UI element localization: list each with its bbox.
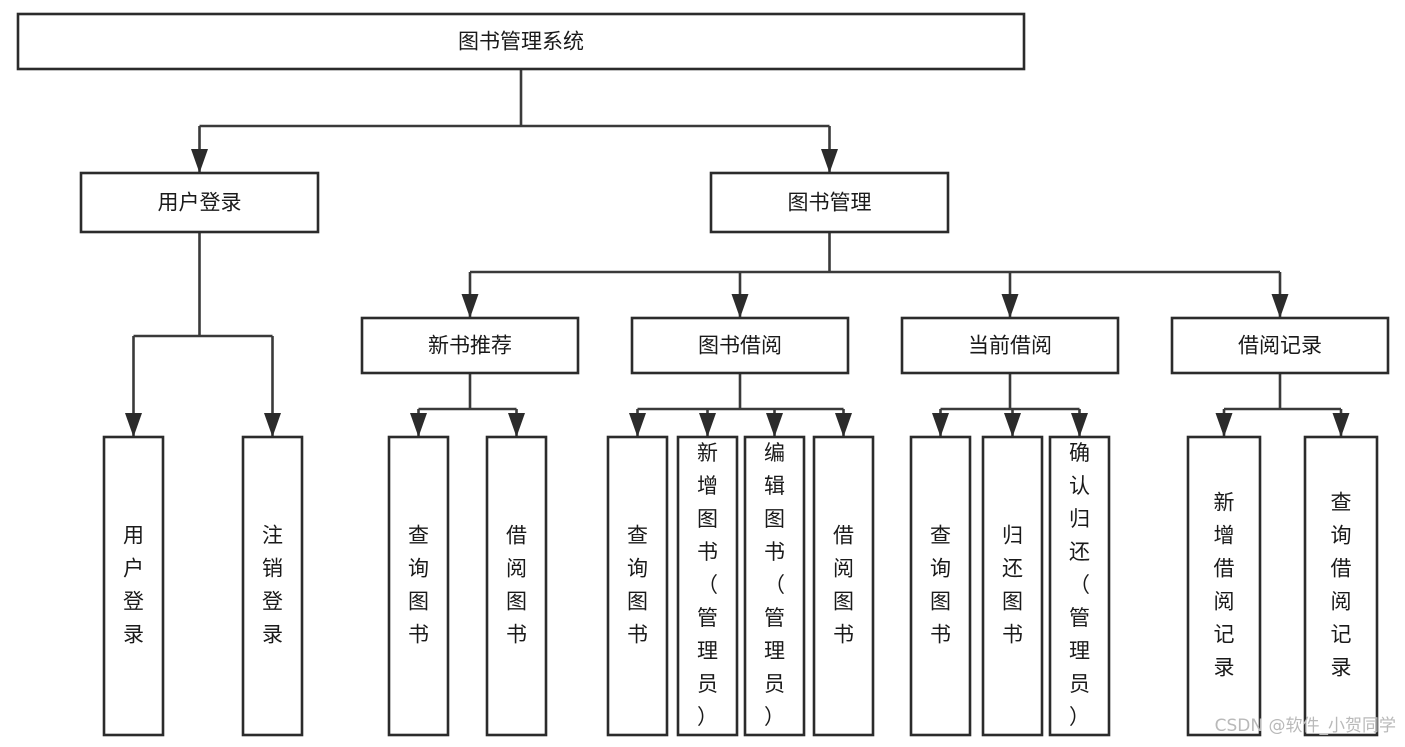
node-l3-2[interactable]: 当前借阅 [900,316,1120,375]
node-box[interactable] [241,435,304,737]
node-l3-0[interactable]: 新书推荐 [360,316,580,375]
node-box[interactable] [360,316,580,375]
node-box[interactable] [676,435,739,737]
node-box[interactable] [981,435,1044,737]
node-label: 新增图书（管理员） [697,441,718,729]
csdn-watermark: CSDN @软件_小贺同学 [1215,716,1396,736]
node-box[interactable] [485,435,548,737]
node-label: 确认归还（管理员） [1069,441,1090,729]
node-box[interactable] [812,435,875,737]
arrow-head-icon [1004,413,1021,437]
node-label: 当前借阅 [968,334,1052,358]
node-leaf-5[interactable]: 新增图书（管理员） [676,435,739,737]
node-box[interactable] [909,435,972,737]
arrow-head-icon [508,413,525,437]
node-leaf-10[interactable]: 确认归还（管理员） [1048,435,1111,737]
node-label: 用户登录 [158,191,242,215]
edges-layer [125,69,1350,437]
arrow-head-icon [191,149,208,173]
node-label: 查询借阅记录 [1331,491,1352,680]
nodes-layer: 图书管理系统用户登录图书管理新书推荐图书借阅当前借阅借阅记录用户登录注销登录查询… [16,12,1390,737]
node-box[interactable] [630,316,850,375]
arrow-head-icon [1271,294,1289,318]
arrow-head-icon [1071,413,1088,437]
node-l3-1[interactable]: 图书借阅 [630,316,850,375]
node-leaf-6[interactable]: 编辑图书（管理员） [743,435,806,737]
node-box[interactable] [900,316,1120,375]
node-label: 图书管理 [788,191,872,215]
arrow-head-icon [1215,413,1233,437]
node-l2-1[interactable]: 图书管理 [709,171,950,234]
node-leaf-11[interactable]: 新增借阅记录 [1186,435,1262,737]
node-label: 图书借阅 [698,334,782,358]
node-box[interactable] [102,435,165,737]
node-box[interactable] [1170,316,1390,375]
node-leaf-1[interactable]: 注销登录 [241,435,304,737]
node-box[interactable] [1303,435,1379,737]
node-leaf-12[interactable]: 查询借阅记录 [1303,435,1379,737]
node-leaf-3[interactable]: 借阅图书 [485,435,548,737]
node-leaf-0[interactable]: 用户登录 [102,435,165,737]
arrow-head-icon [731,294,749,318]
node-root-0[interactable]: 图书管理系统 [16,12,1026,71]
arrow-head-icon [125,413,142,437]
node-label: 用户登录 [123,524,144,647]
node-box[interactable] [709,171,950,234]
node-label: 借阅图书 [506,524,527,647]
arrow-head-icon [461,294,479,318]
arrow-head-icon [629,413,646,437]
node-box[interactable] [387,435,450,737]
node-box[interactable] [1186,435,1262,737]
node-leaf-2[interactable]: 查询图书 [387,435,450,737]
node-box[interactable] [1048,435,1111,737]
node-label: 注销登录 [262,524,283,647]
node-leaf-9[interactable]: 归还图书 [981,435,1044,737]
node-label: 新增借阅记录 [1214,491,1235,680]
node-label: 查询图书 [627,524,648,647]
arrow-head-icon [1001,294,1019,318]
node-label: 新书推荐 [428,334,512,358]
node-box[interactable] [743,435,806,737]
node-box[interactable] [16,12,1026,71]
arrow-head-icon [264,413,281,437]
arrow-head-icon [766,413,783,437]
node-label: 借阅记录 [1238,334,1322,358]
node-leaf-8[interactable]: 查询图书 [909,435,972,737]
node-leaf-4[interactable]: 查询图书 [606,435,669,737]
node-label: 编辑图书（管理员） [764,441,785,729]
arrow-head-icon [932,413,949,437]
node-label: 图书管理系统 [458,30,584,54]
arrow-head-icon [835,413,852,437]
node-box[interactable] [606,435,669,737]
arrow-head-icon [699,413,716,437]
node-leaf-7[interactable]: 借阅图书 [812,435,875,737]
node-l3-3[interactable]: 借阅记录 [1170,316,1390,375]
node-label: 查询图书 [930,524,951,647]
arrow-head-icon [821,149,838,173]
arrow-head-icon [410,413,427,437]
node-l2-0[interactable]: 用户登录 [79,171,320,234]
node-label: 借阅图书 [833,524,854,647]
node-label: 查询图书 [408,524,429,647]
node-label: 归还图书 [1002,524,1023,647]
node-box[interactable] [79,171,320,234]
arrow-head-icon [1332,413,1350,437]
